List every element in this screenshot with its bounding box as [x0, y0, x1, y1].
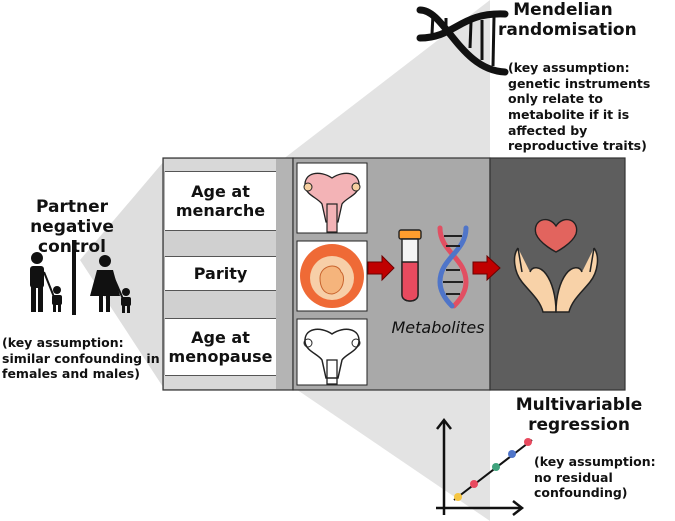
trait-box-age-at-menopause: Age at menopause: [165, 318, 276, 376]
trait-strip: [164, 375, 276, 389]
mr-note: (key assumption: genetic instruments onl…: [508, 60, 651, 154]
scatter-plot-icon: [436, 417, 533, 516]
trait-strip: [164, 290, 276, 318]
arrow-icon: [367, 254, 395, 282]
mr-title: Mendelian randomisation: [498, 0, 637, 41]
pregnancy-icon: [296, 240, 368, 312]
arrow-icon: [472, 254, 501, 282]
pnc-title: Partner negative control: [30, 197, 114, 258]
trait-box-parity: Parity: [165, 256, 276, 291]
uterus-icon: [296, 162, 368, 234]
dna-icon: [416, 6, 509, 76]
uterus-icon: [296, 318, 368, 386]
pnc-note: (key assumption: similar confounding in …: [2, 335, 160, 382]
pnc-triangle: [80, 160, 165, 390]
dna-icon: [437, 225, 469, 309]
test-tube-icon: [398, 229, 422, 302]
metabolites-label: Metabolites: [391, 318, 485, 337]
outcome-panel: [489, 157, 626, 391]
trait-strip: [164, 230, 276, 256]
mvr-title: Multivariable regression: [515, 395, 643, 436]
mvr-note: (key assumption: no residual confounding…: [534, 454, 656, 501]
hands-heart-icon: [513, 218, 599, 313]
trait-strip: [164, 159, 276, 171]
trait-box-age-at-menarche: Age at menarche: [165, 171, 276, 231]
family-icon: [30, 240, 131, 315]
